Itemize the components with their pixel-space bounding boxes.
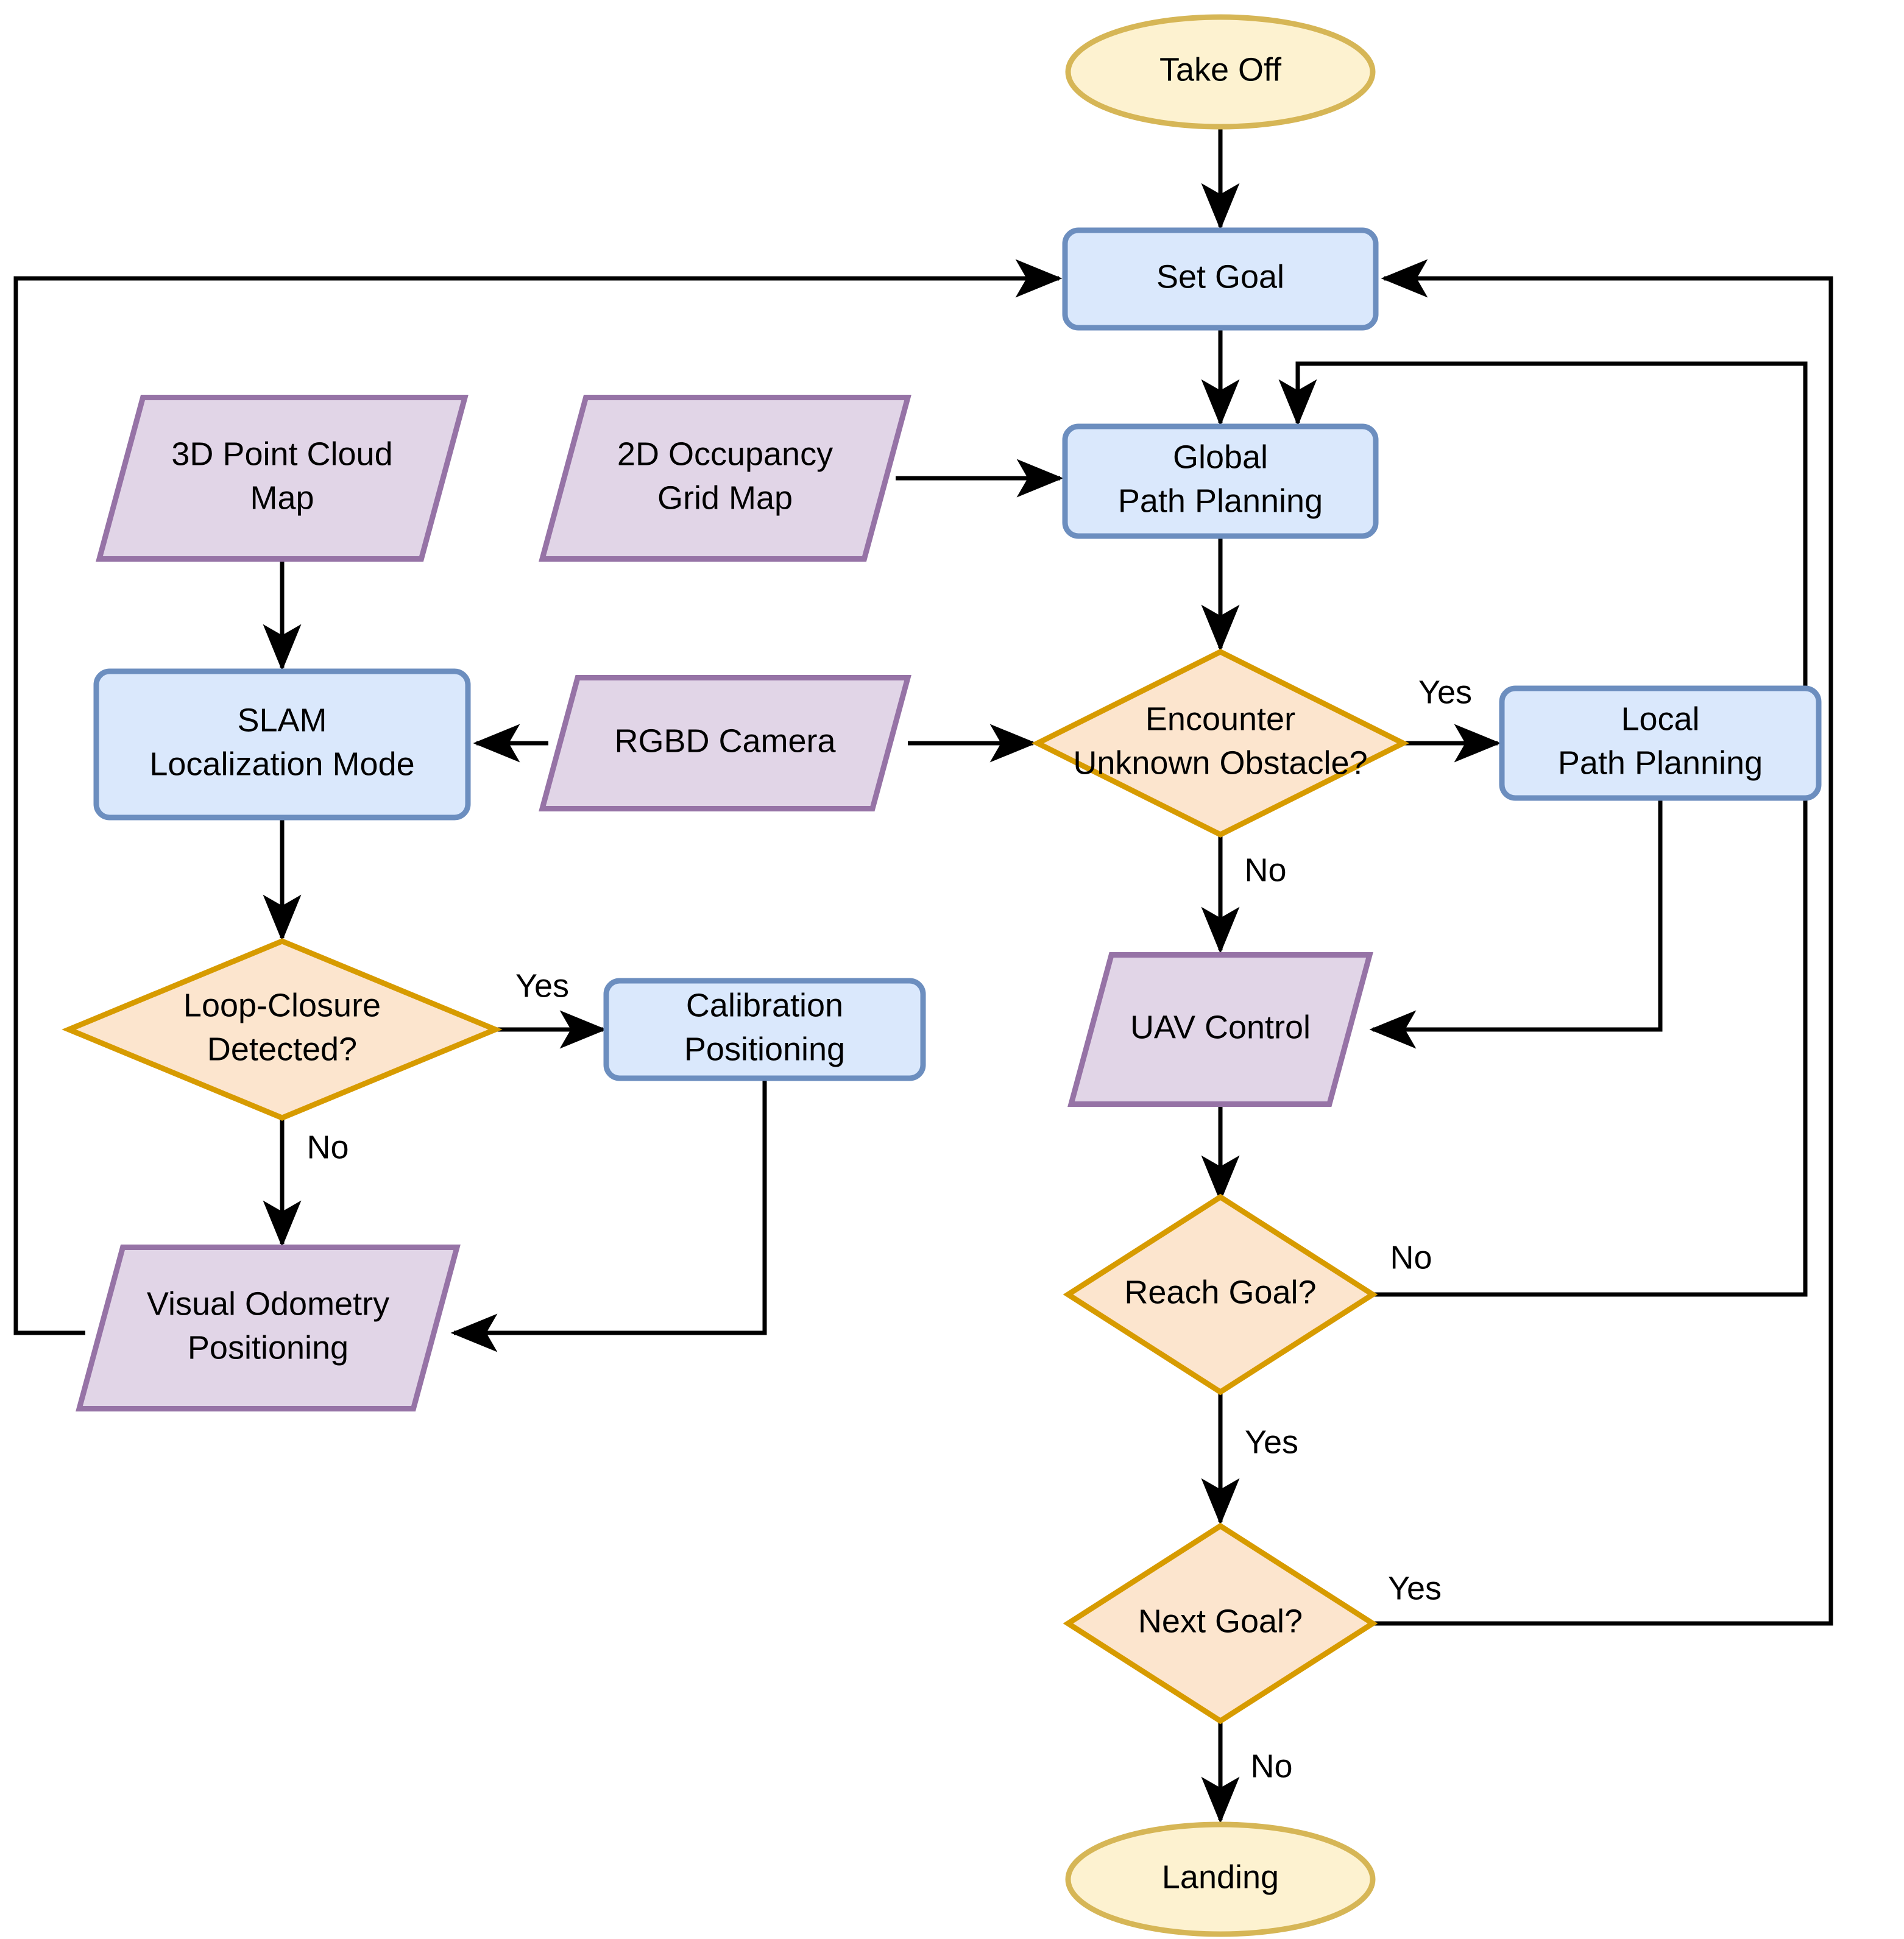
node-shape-uav_control bbox=[1067, 952, 1373, 1107]
node-shape-next_goal bbox=[1063, 1522, 1378, 1725]
visual-odom-to-set-goal bbox=[13, 259, 1063, 1335]
edge-label-encounter_yes: Yes bbox=[1418, 674, 1472, 710]
node-shape-occupancy_grid bbox=[539, 395, 911, 562]
node-shape-reach_goal bbox=[1063, 1193, 1378, 1396]
local-path-to-uav-control bbox=[1369, 798, 1663, 1049]
node-shape-take_off bbox=[1065, 14, 1376, 130]
edge-label-reach_goal_no: No bbox=[1390, 1239, 1432, 1276]
edge-label-encounter_no: No bbox=[1244, 852, 1286, 888]
edge-label-loop_closure_no: No bbox=[306, 1129, 349, 1165]
edge-label-next_goal_no: No bbox=[1250, 1748, 1292, 1784]
node-landing[interactable]: Landing bbox=[1065, 1821, 1376, 1937]
node-shape-local_path bbox=[1499, 685, 1822, 801]
node-shape-slam bbox=[93, 668, 471, 821]
node-reach_goal[interactable]: Reach Goal? bbox=[1063, 1193, 1378, 1396]
node-shape-calibration bbox=[603, 978, 926, 1081]
node-shape-landing bbox=[1065, 1821, 1376, 1937]
node-shape-loop_closure bbox=[62, 938, 503, 1121]
next-goal-yes-to-set-goal bbox=[1373, 259, 1833, 1626]
edge-label-loop_closure_yes: Yes bbox=[515, 967, 569, 1004]
node-shape-visual_odometry bbox=[76, 1245, 461, 1411]
edge-label-reach_goal_yes: Yes bbox=[1245, 1424, 1298, 1460]
reach-goal-no-to-global-path bbox=[1278, 361, 1808, 1297]
node-shape-global_path bbox=[1062, 423, 1379, 539]
node-uav_control[interactable]: UAV Control bbox=[1067, 952, 1373, 1107]
calibration-to-visual-odom bbox=[450, 1078, 767, 1352]
node-next_goal[interactable]: Next Goal? bbox=[1063, 1522, 1378, 1725]
node-shape-rgbd_camera bbox=[539, 675, 911, 811]
node-set_goal[interactable]: Set Goal bbox=[1062, 227, 1379, 331]
node-rgbd_camera[interactable]: RGBD Camera bbox=[539, 675, 911, 811]
node-shape-set_goal bbox=[1062, 227, 1379, 331]
node-take_off[interactable]: Take Off bbox=[1065, 14, 1376, 130]
edge-label-next_goal_yes: Yes bbox=[1388, 1570, 1442, 1606]
node-shape-point_cloud bbox=[96, 395, 469, 562]
node-shape-encounter bbox=[1031, 648, 1410, 838]
edges-layer bbox=[13, 127, 1833, 1824]
